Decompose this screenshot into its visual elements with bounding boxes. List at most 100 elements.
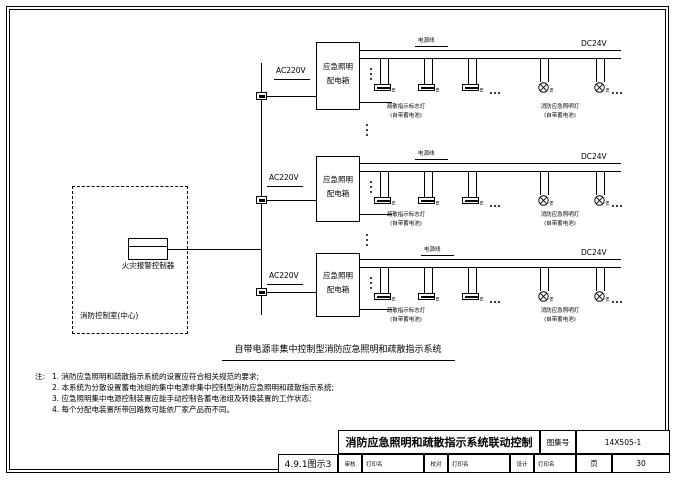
branch-1-emergency-lamp-2-mark: E <box>606 88 610 94</box>
title-block-check-label: 校对 <box>430 461 442 468</box>
branch-2-drop-1a <box>380 171 381 197</box>
title-block-review-label: 审核 <box>344 461 356 468</box>
branch-2-drop-2a <box>424 171 425 197</box>
branch-2-drop-2b <box>432 171 433 197</box>
branch-3-circuit-1 <box>360 259 392 260</box>
branch-3-box-label-1: 应急照明 <box>323 271 353 280</box>
notes-prefix: 注: <box>35 372 46 381</box>
title-block-atlas-value: 14X505-1 <box>604 437 642 447</box>
branch-1-emergency-lamp-1-mark: E <box>550 88 554 94</box>
branch-3-box-label-2: 配电箱 <box>326 285 350 294</box>
title-block-review-value: 打印名 <box>366 461 383 468</box>
title-block-page-value-cell: 30 <box>612 454 670 473</box>
title-block-review-label-cell: 审核 <box>338 454 362 473</box>
branch-2-feed-line <box>267 200 316 201</box>
branch-group-ellipsis-1 <box>366 124 368 136</box>
branch-2-lamp-ellipsis-left <box>490 205 500 207</box>
fire-control-room-label: 消防控制室(中心) <box>80 311 139 320</box>
branch-3-exit-lamp-caption-1: 疏散指示标志灯 <box>386 308 426 314</box>
branch-1-bus-label-underline <box>415 46 448 47</box>
branch-3-junction-box <box>256 288 267 296</box>
title-block-page-value: 30 <box>636 459 646 468</box>
title-block-atlas-label-cell: 图集号 <box>540 430 576 454</box>
title-block-atlas-label: 图集号 <box>546 437 570 447</box>
branch-2-voltage-label: DC24V <box>581 152 607 161</box>
branch-3-lamp-ellipsis-right <box>612 301 622 303</box>
branch-1-exit-lamp-caption-2: (自带蓄电池) <box>390 113 422 119</box>
branch-1-exit-lamp-caption-1: 疏散指示标志灯 <box>386 104 426 110</box>
note-item-4: 4. 每个分配电装置所带回路数可能依厂家产品而不同。 <box>52 405 235 414</box>
branch-2-exit-lamp-1-mark: E <box>392 201 396 207</box>
title-block-review-value-cell: 打印名 <box>362 454 424 473</box>
branch-1-drop-2b <box>432 58 433 84</box>
title-block-figure-no: 4.9.1图示3 <box>284 460 332 470</box>
fire-alarm-controller-label: 火灾报警控制器 <box>121 261 175 270</box>
branch-3-exit-lamp-2 <box>418 293 435 300</box>
title-block-check-label-cell: 校对 <box>424 454 448 473</box>
branch-3-distribution-box <box>316 253 360 317</box>
branch-1-emergency-lamp-2 <box>594 82 605 93</box>
branch-1-lamp-ellipsis-left <box>490 92 500 94</box>
branch-2-bus-rail-top <box>392 163 621 164</box>
branch-2-drop-1b <box>388 171 389 197</box>
branch-3-emergency-lamp-caption-2: (自带蓄电池) <box>544 317 576 323</box>
branch-1-junction-box <box>256 92 267 100</box>
branch-2-box-label-1: 应急照明 <box>323 175 353 184</box>
branch-2-exit-lamp-1 <box>374 197 391 204</box>
branch-3-emergency-lamp-1 <box>538 291 549 302</box>
branch-3-exit-lamp-3 <box>462 293 479 300</box>
note-item-1: 1. 消防应急照明和疏散指示系统的设置应符合相关规范的要求; <box>52 372 260 381</box>
title-block-design-label: 设计 <box>516 461 528 468</box>
branch-1-exit-lamp-2-mark: E <box>436 88 440 94</box>
branch-1-bus-rail-bottom <box>392 58 621 59</box>
title-block-page-label: 页 <box>590 459 598 468</box>
branch-1-supply-label: AC220V <box>276 66 306 75</box>
branch-2-drop-3a <box>468 171 469 197</box>
branch-2-emergency-lamp-2-mark: E <box>606 201 610 207</box>
branch-1-supply-underline <box>274 79 310 80</box>
branch-2-drop-4b <box>548 171 549 195</box>
title-block-figure-no-cell: 4.9.1图示3 <box>278 454 338 473</box>
branch-2-circuit-ellipsis <box>370 181 372 193</box>
branch-3-bus-label: 电源线 <box>424 247 441 253</box>
branch-1-lamp-ellipsis-right <box>612 92 622 94</box>
branch-3-bus-label-underline <box>421 255 454 256</box>
note-item-2: 2. 本系统为分散设置蓄电池组的集中电源非集中控制型消防应急照明和疏散指示系统; <box>52 383 335 392</box>
branch-2-emergency-lamp-1-mark: E <box>550 201 554 207</box>
branch-2-exit-lamp-3-mark: E <box>480 201 484 207</box>
branch-2-supply-underline <box>267 186 303 187</box>
branch-1-exit-lamp-2 <box>418 84 435 91</box>
branch-1-drop-5b <box>604 58 605 82</box>
branch-3-emergency-lamp-1-mark: E <box>550 297 554 303</box>
branch-2-circuit-1 <box>360 163 392 164</box>
branch-3-drop-3b <box>476 267 477 293</box>
branch-2-circuit-3 <box>360 214 392 215</box>
branch-1-voltage-label: DC24V <box>581 39 607 48</box>
fire-control-room-boundary <box>72 186 188 334</box>
main-riser-bus <box>261 63 262 315</box>
title-block-title: 消防应急照明和疏散指示系统联动控制 <box>345 436 533 449</box>
branch-1-drop-4b <box>548 58 549 82</box>
system-caption: 自带电源非集中控制型消防应急照明和疏散指示系统 <box>234 345 442 355</box>
branch-3-exit-lamp-2-mark: E <box>436 297 440 303</box>
branch-2-drop-4a <box>540 171 541 195</box>
branch-2-bus-label-underline <box>415 159 448 160</box>
title-block-title-cell: 消防应急照明和疏散指示系统联动控制 <box>338 430 540 454</box>
branch-3-exit-lamp-1-mark: E <box>392 297 396 303</box>
fire-alarm-controller-divider <box>129 246 167 247</box>
branch-2-drop-5b <box>604 171 605 195</box>
branch-3-emergency-lamp-2-mark: E <box>606 297 610 303</box>
branch-1-drop-1a <box>380 58 381 84</box>
branch-1-drop-3b <box>476 58 477 84</box>
branch-3-supply-underline <box>267 284 303 285</box>
title-block-design-label-cell: 设计 <box>510 454 534 473</box>
branch-2-bus-label: 电源线 <box>418 151 435 157</box>
branch-1-drop-2a <box>424 58 425 84</box>
branch-3-voltage-label: DC24V <box>581 248 607 257</box>
controller-to-riser-link <box>168 249 262 250</box>
branch-1-emergency-lamp-1 <box>538 82 549 93</box>
branch-2-distribution-box <box>316 156 360 222</box>
branch-3-emergency-lamp-caption-1: 消防应急照明灯 <box>540 308 580 314</box>
branch-3-drop-1a <box>380 267 381 293</box>
